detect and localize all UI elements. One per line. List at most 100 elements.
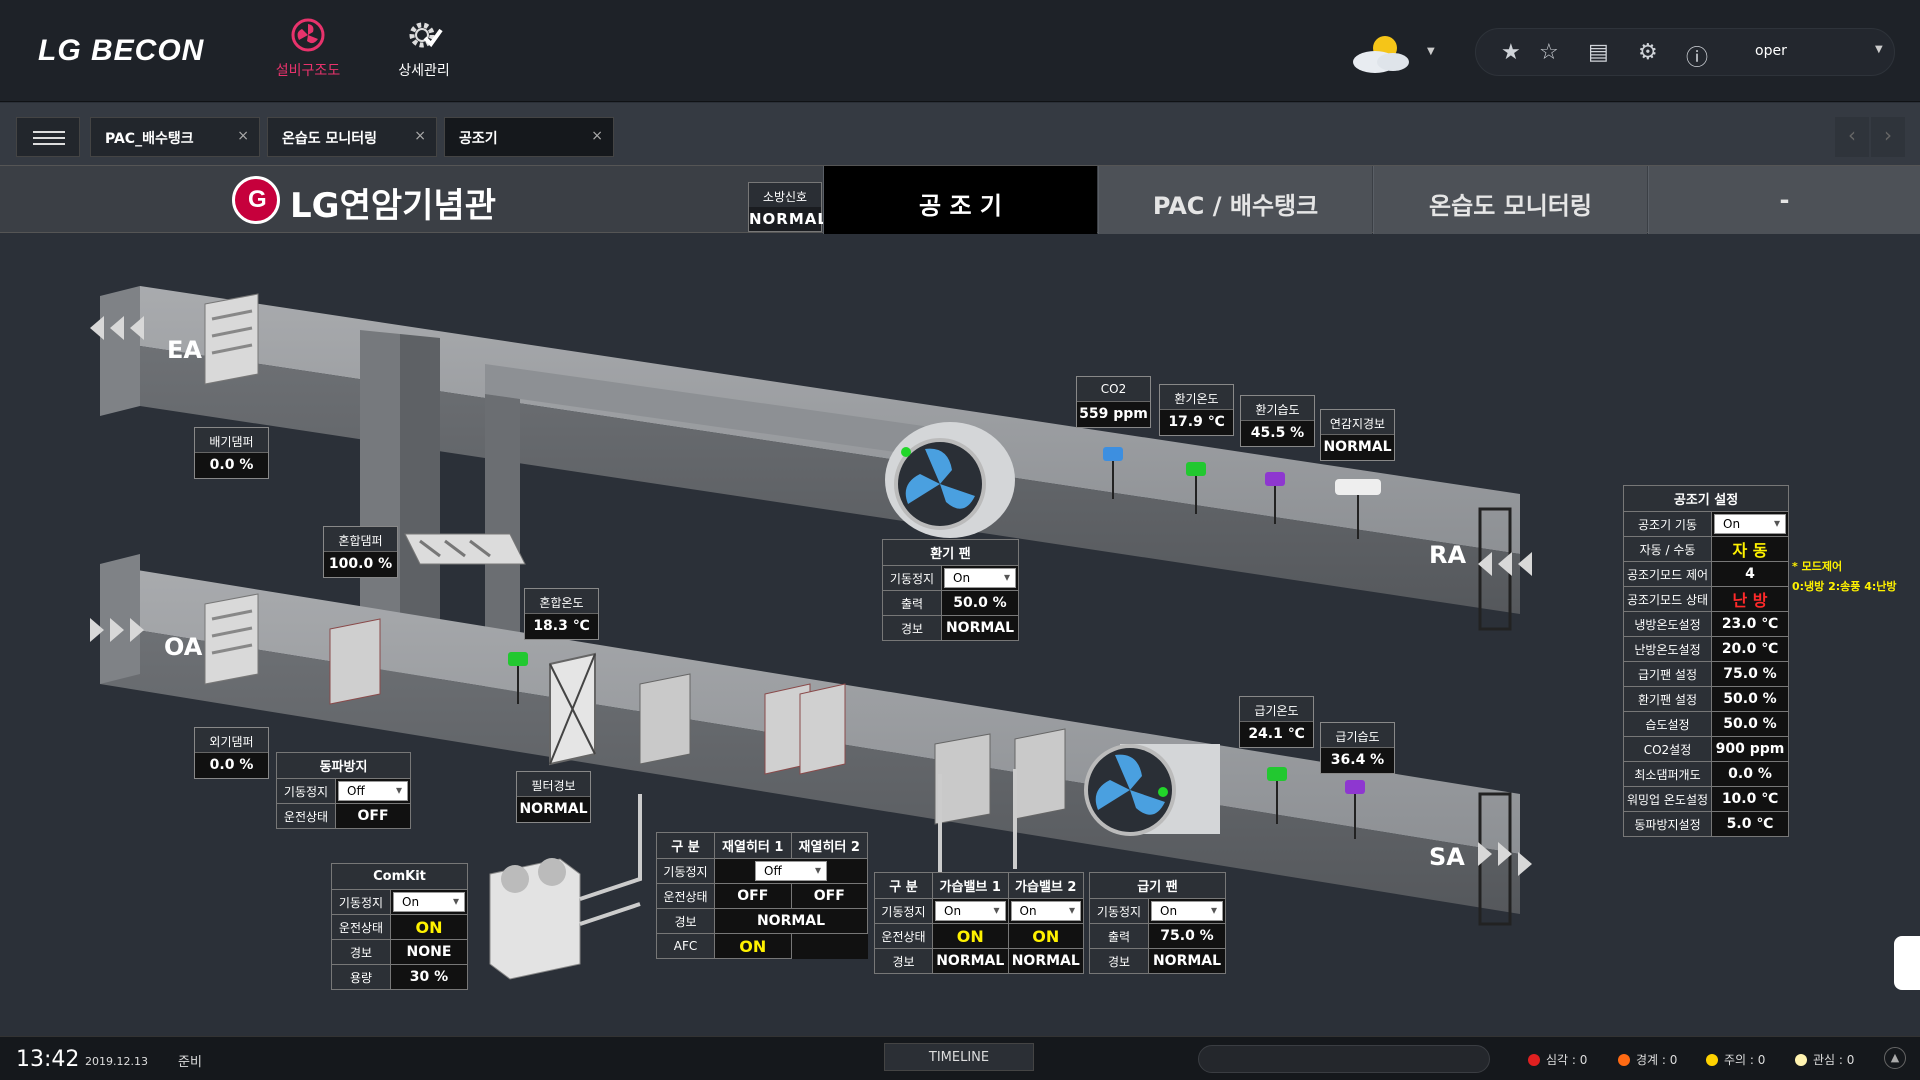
event-search-field[interactable] [1198,1045,1490,1073]
humid-valve-2-select[interactable]: On [1007,898,1084,924]
tab-pac-drain[interactable]: PAC / 배수탱크 [1098,166,1372,234]
setting-value[interactable]: 50.0 % [1711,711,1789,737]
setting-label: 자동 / 수동 [1623,536,1712,562]
tab-scroll-left-button[interactable]: ‹ [1835,117,1869,157]
fire-signal-label: 소방신호 [749,183,821,207]
alarm-caution[interactable]: 주의 : 0 [1706,1051,1765,1068]
supply-fan-panel: 급기 팬 기동정지 On 출력 75.0 % 경보 NORMAL [1089,872,1226,974]
doc-tab-ahu[interactable]: 공조기 × [444,117,614,157]
row-label: 출력 [882,590,942,616]
alarm-label: 심각 : 0 [1546,1053,1588,1067]
freeze-state: OFF [335,803,411,829]
readout-value: 0.0 % [209,757,254,773]
mode-note-line: 0:냉방 2:송풍 4:난방 [1792,580,1897,593]
user-menu[interactable]: oper [1755,43,1787,59]
comkit-run-select[interactable]: On [390,889,468,915]
tab-scroll-right-button[interactable]: › [1871,117,1905,157]
row-label: 기동정지 [331,889,391,915]
setting-value[interactable]: 23.0 ℃ [1711,611,1789,637]
row-label: 출력 [1089,923,1149,949]
setting-value[interactable]: 20.0 ℃ [1711,636,1789,662]
panel-title: 동파방지 [276,752,411,779]
setting-label: 난방온도설정 [1623,636,1712,662]
setting-value[interactable]: 난 방 [1711,586,1789,612]
chevron-up-icon[interactable]: ▲ [1884,1047,1906,1069]
row-label: 운전상태 [276,803,336,829]
readout-label: 외기댐퍼 [195,728,268,753]
setting-label: 공조기 기동 [1623,511,1712,537]
freeze-run-select[interactable]: Off [335,778,411,804]
setting-value[interactable]: 자 동 [1711,536,1789,562]
ahu-run-select[interactable]: On [1711,511,1789,537]
setting-value[interactable]: 0.0 % [1711,761,1789,787]
tab-ahu[interactable]: 공 조 기 [823,166,1097,234]
setting-value[interactable]: 50.0 % [1711,686,1789,712]
flow-arrows [90,316,1532,876]
reheater-run-select[interactable]: Off [714,858,868,884]
temp-sensor-icon [508,652,528,666]
document-tabs: PAC_배수탱크 × 온습도 모니터링 × 공조기 × ‹ › [0,103,1920,165]
humid-valve-1-select[interactable]: On [932,898,1009,924]
fan-nav-icon [291,18,325,52]
side-panel-handle[interactable] [1894,936,1920,990]
star-icon[interactable]: ★ [1501,40,1521,65]
setting-value[interactable]: 900 ppm [1711,736,1789,762]
timeline-button[interactable]: TIMELINE [884,1043,1034,1071]
humid-valve-2-alarm: NORMAL [1007,948,1084,974]
info-icon[interactable]: ⓘ [1686,46,1709,71]
alarm-critical[interactable]: 심각 : 0 [1528,1051,1587,1068]
return-fan-run-select[interactable]: On [941,565,1019,591]
doc-tab-pac[interactable]: PAC_배수탱크 × [90,117,260,157]
row-label: 운전상태 [656,883,715,909]
fire-signal-value: NORMAL [749,207,827,231]
supply-fan-output: 75.0 % [1148,923,1226,949]
setting-label: 동파방지설정 [1623,811,1712,837]
setting-value[interactable]: 75.0 % [1711,661,1789,687]
nav-detail-management[interactable]: 상세관리 [374,18,474,80]
setting-value[interactable]: 5.0 ℃ [1711,811,1789,837]
readout-label: 급기습도 [1321,723,1394,748]
close-icon[interactable]: × [237,128,249,144]
lg-logo-icon: G [232,176,280,224]
setting-label: 공조기모드 제어 [1623,561,1712,587]
doc-tab-humidity[interactable]: 온습도 모니터링 × [267,117,437,157]
temp-sensor-icon [1267,767,1287,781]
row-label: 운전상태 [874,923,933,949]
mode-note: * 모드제어 0:냉방 2:송풍 4:난방 [1792,557,1897,597]
reheater-alarm: NORMAL [714,908,868,934]
supply-fan-run-select[interactable]: On [1148,898,1226,924]
gear-icon[interactable]: ⚙ [1638,40,1658,65]
mix-temp-readout: 혼합온도 18.3 ℃ [524,588,599,640]
humidity-sensor-icon [1265,472,1285,486]
alarm-warning[interactable]: 경계 : 0 [1618,1051,1677,1068]
clipboard-icon[interactable]: ▤ [1588,40,1609,65]
co2-readout: CO2 559 ppm [1076,376,1151,428]
chevron-down-icon[interactable]: ▼ [1875,44,1883,55]
close-icon[interactable]: × [414,128,426,144]
setting-value[interactable]: 10.0 ℃ [1711,786,1789,812]
nav-equipment-diagram[interactable]: 설비구조도 [258,18,358,80]
alarm-interest[interactable]: 관심 : 0 [1795,1051,1854,1068]
hamburger-menu-button[interactable] [16,117,80,157]
duct-label-sa: SA [1429,843,1465,871]
readout-label: 배기댐퍼 [195,428,268,453]
tab-humidity-monitor[interactable]: 온습도 모니터링 [1373,166,1647,234]
return-fan-unit [885,422,1015,538]
setting-value[interactable]: 4 [1711,561,1789,587]
close-icon[interactable]: × [591,128,603,144]
setting-label: 습도설정 [1623,711,1712,737]
tab-empty[interactable]: - [1648,166,1920,234]
duct-schematic [90,286,1532,980]
star-gear-icon[interactable]: ☆ [1539,40,1559,65]
duct-label-ra: RA [1429,541,1467,569]
humidity-sensor-icon [1345,780,1365,794]
nav-label: 상세관리 [398,63,450,79]
cloud-sun-icon[interactable] [1345,32,1415,76]
top-app-bar: LG BECON 설비구조도 상세관리 ▼ ★ ☆ ▤ ⚙ ⓘ oper ▼ [0,0,1920,102]
row-label: 기동정지 [882,565,942,591]
return-fan-panel: 환기 팬 기동정지 On 출력 50.0 % 경보 NORMAL [882,539,1019,641]
chevron-down-icon[interactable]: ▼ [1427,46,1435,57]
